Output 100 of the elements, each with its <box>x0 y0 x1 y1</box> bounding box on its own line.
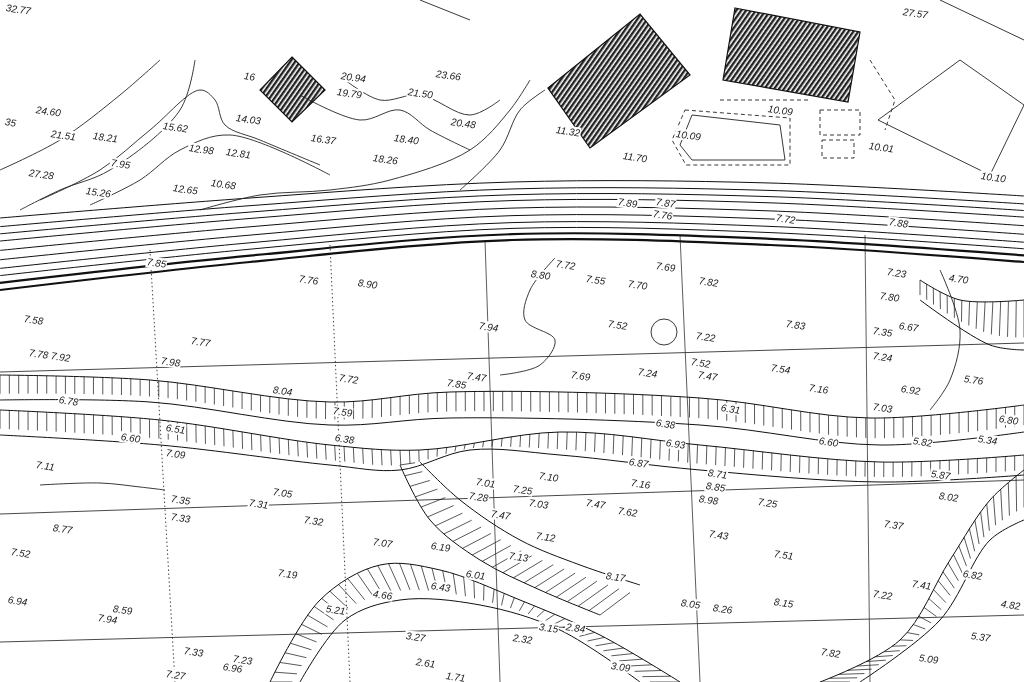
spot-height-label: 7.55 <box>584 273 608 287</box>
spot-height-label: 7.10 <box>537 470 561 484</box>
spot-height-label: 11.70 <box>621 150 649 165</box>
spot-height-label: 7.94 <box>477 320 501 334</box>
spot-height-label: 6.67 <box>897 320 921 334</box>
spot-height-label: 4.70 <box>947 272 971 286</box>
spot-height-label: 7.05 <box>271 486 295 500</box>
spot-height-label: 6.80 <box>997 413 1021 427</box>
spot-height-label: 7.78 <box>27 347 51 361</box>
spot-height-label: 7.72 <box>337 372 361 386</box>
spot-height-label: 8.17 <box>604 570 628 584</box>
spot-height-label: 6.01 <box>464 568 488 582</box>
spot-height-label: 7.31 <box>247 497 271 511</box>
spot-height-label: 7.37 <box>882 518 906 532</box>
spot-height-label: 14.03 <box>234 112 263 127</box>
spot-height-label: 10.68 <box>209 177 238 192</box>
spot-height-label: 7.01 <box>474 476 498 490</box>
spot-height-label: 7.85 <box>445 377 469 391</box>
spot-height-label: 2.61 <box>414 656 438 670</box>
spot-height-label: 7.47 <box>584 497 608 511</box>
spot-height-label: 19.79 <box>335 86 364 101</box>
spot-height-label: 6.60 <box>119 431 143 445</box>
spot-height-label: 6.38 <box>333 432 357 446</box>
spot-height-label: 6.94 <box>6 594 30 608</box>
spot-height-label: 27.57 <box>901 6 930 21</box>
spot-height-label: 3.15 <box>537 621 561 635</box>
spot-height-label: 7.72 <box>774 212 798 226</box>
spot-height-label: 7.33 <box>169 511 193 525</box>
spot-height-label: 18.40 <box>392 132 421 147</box>
spot-height-label: 8.71 <box>706 467 730 481</box>
spot-height-label: 7.59 <box>331 405 355 419</box>
spot-height-label: 5.21 <box>324 603 348 617</box>
spot-height-label: 2.32 <box>511 632 535 646</box>
spot-height-label: 7.22 <box>871 588 895 602</box>
spot-height-label: 7.77 <box>189 335 213 349</box>
spot-height-label: 5.37 <box>969 630 993 644</box>
spot-height-label: 11.32 <box>554 124 582 139</box>
spot-height-label: 7.47 <box>465 370 489 384</box>
spot-height-label: 7.88 <box>887 216 911 230</box>
spot-height-label: 4.66 <box>371 588 395 602</box>
spot-height-label: 7.95 <box>109 157 133 171</box>
spot-height-label: 7.85 <box>145 256 169 270</box>
spot-height-label: 8.85 <box>704 480 728 494</box>
spot-height-label: 7.12 <box>534 530 558 544</box>
spot-height-label: 6.31 <box>719 402 743 416</box>
spot-height-label: 7.69 <box>654 260 678 274</box>
spot-height-label: 20.48 <box>449 116 478 131</box>
spot-height-label: 7.82 <box>697 275 721 289</box>
spot-height-label: 7.41 <box>910 578 934 592</box>
spot-height-label: 8.04 <box>271 384 295 398</box>
spot-height-label: 8.80 <box>529 268 553 282</box>
spot-height-label: 32.77 <box>4 2 33 17</box>
spot-height-label: 27.28 <box>27 167 56 182</box>
spot-height-label: 6.60 <box>817 435 841 449</box>
spot-height-label: 7.98 <box>159 355 183 369</box>
spot-height-label: 7.89 <box>616 196 640 210</box>
spot-height-label: 7.58 <box>22 313 46 327</box>
spot-height-label: 20.94 <box>339 70 368 85</box>
spot-height-label: 12.81 <box>224 146 253 161</box>
spot-height-label: 6.92 <box>899 383 923 397</box>
spot-height-label: 18.21 <box>91 130 120 145</box>
spot-height-label: 7.76 <box>651 208 675 222</box>
spot-height-label: 7.09 <box>164 447 188 461</box>
spot-height-label: 7.25 <box>511 483 535 497</box>
spot-height-label: 35 <box>3 116 18 129</box>
spot-height-label: 12.98 <box>187 142 216 157</box>
spot-height-label: 8.90 <box>356 277 380 291</box>
spot-height-label: 7.19 <box>276 567 300 581</box>
spot-height-label: 4.82 <box>999 598 1023 612</box>
spot-height-label: 10.09 <box>674 128 703 143</box>
spot-height-label: 5.34 <box>976 433 1000 447</box>
spot-height-label: 15.62 <box>161 120 190 135</box>
spot-height-label: 7.03 <box>871 401 895 415</box>
spot-height-label: 7.33 <box>182 645 206 659</box>
spot-height-label: 7.47 <box>696 369 720 383</box>
spot-height-label: 7.22 <box>694 330 718 344</box>
spot-height-label: 3.27 <box>404 630 428 644</box>
spot-height-label: 7.72 <box>554 258 578 272</box>
spot-height-label: 7.13 <box>507 550 531 564</box>
spot-height-label: 7.07 <box>371 536 395 550</box>
spot-height-label: 8.15 <box>772 596 796 610</box>
spot-height-label: 7.69 <box>569 369 593 383</box>
spot-height-label: 2.84 <box>564 621 588 635</box>
spot-height-label: 8.98 <box>697 493 721 507</box>
spot-height-label: 12.65 <box>171 182 200 197</box>
spot-height-label: 7.83 <box>784 318 808 332</box>
spot-height-label: 7.23 <box>885 266 909 280</box>
spot-height-label: 6.19 <box>429 540 453 554</box>
spot-height-label: 7.87 <box>654 196 678 210</box>
spot-height-label: 6.38 <box>654 417 678 431</box>
spot-height-label: 7.03 <box>527 497 551 511</box>
spot-height-label: 7.43 <box>707 528 731 542</box>
spot-height-label: 24.60 <box>34 104 63 119</box>
spot-height-label: 7.24 <box>636 366 660 380</box>
spot-height-label: 7.54 <box>769 362 793 376</box>
spot-height-label: 7.62 <box>616 505 640 519</box>
spot-height-label: 8.26 <box>711 602 735 616</box>
spot-height-label: 7.28 <box>467 490 491 504</box>
spot-height-label: 7.32 <box>302 514 326 528</box>
spot-height-label: 8.02 <box>937 490 961 504</box>
